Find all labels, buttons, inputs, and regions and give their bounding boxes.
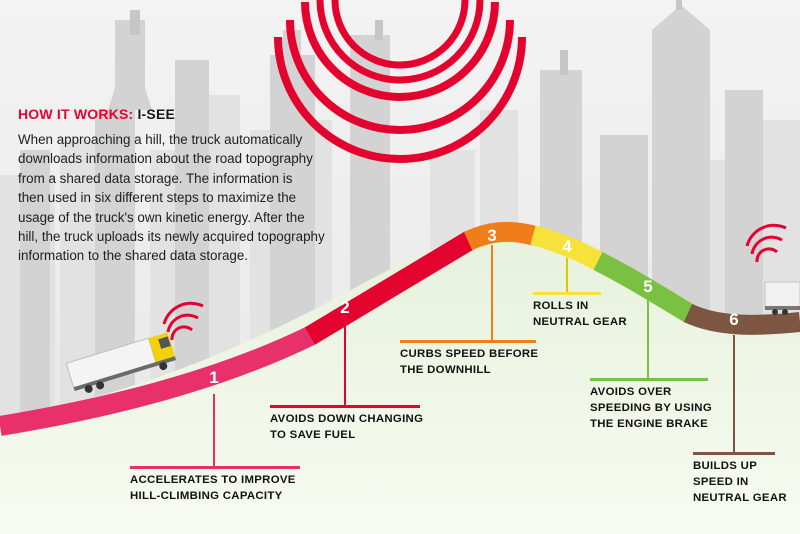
intro-line: downloads information about the road top… [18, 151, 313, 167]
step-caption-line: ROLLS IN [533, 300, 589, 312]
truck-signal-icon [162, 301, 204, 341]
distant-truck-icon [764, 281, 800, 315]
step-caption-1: ACCELERATES TO IMPROVE HILL-CLIMBING CAP… [130, 472, 296, 504]
intro-line: usage of the truck's own kinetic energy.… [18, 209, 305, 225]
label-bar-1 [130, 466, 300, 469]
step-number-1: 1 [209, 368, 219, 387]
road-segment-5 [593, 252, 696, 323]
step-caption-3: CURBS SPEED BEFORE THE DOWNHILL [400, 346, 538, 378]
step-number-4: 4 [562, 237, 572, 256]
road [0, 221, 800, 436]
signal-waves-icon [274, 0, 526, 163]
step-caption-5: AVOIDS OVER SPEEDING BY USING THE ENGINE… [590, 384, 712, 432]
step-caption-line: AVOIDS DOWN CHANGING [270, 413, 424, 425]
section-heading: HOW IT WORKS: I-SEE [18, 106, 175, 122]
road-segment-1 [0, 326, 317, 436]
intro-line: from a shared data storage. The informat… [18, 170, 293, 186]
step-caption-line: CURBS SPEED BEFORE [400, 348, 539, 360]
road-segment-6 [683, 303, 800, 335]
step-caption-6: BUILDS UP SPEED IN NEUTRAL GEAR [693, 458, 787, 506]
upload-signal-icon [745, 223, 787, 263]
label-bar-2 [270, 405, 420, 408]
step-caption-line: NEUTRAL GEAR [533, 316, 627, 328]
intro-line: then used in six different steps to maxi… [18, 190, 297, 206]
intro-line: hill, the truck uploads its newly acquir… [18, 229, 325, 245]
intro-line: When approaching a hill, the truck autom… [18, 132, 303, 147]
step-caption-line: AVOIDS OVER [590, 386, 672, 398]
truck-icon [65, 332, 177, 393]
step-caption-line: SPEEDING BY USING [590, 402, 712, 414]
step-number-5: 5 [643, 277, 653, 296]
label-bar-4 [533, 292, 601, 295]
step-caption-4: ROLLS IN NEUTRAL GEAR [533, 298, 627, 330]
road-segment-2 [304, 231, 476, 345]
label-bar-6 [693, 452, 775, 455]
heading-prefix: HOW IT WORKS: [18, 106, 134, 122]
intro-line: information to the shared data storage. [18, 248, 249, 264]
step-caption-2: AVOIDS DOWN CHANGING TO SAVE FUEL [270, 411, 423, 443]
step-number-6: 6 [729, 310, 739, 329]
step-caption-line: THE DOWNHILL [400, 364, 491, 376]
step-caption-line: THE ENGINE BRAKE [590, 418, 709, 430]
step-number-3: 3 [487, 226, 497, 245]
step-caption-line: ACCELERATES TO IMPROVE [130, 474, 296, 486]
step-caption-line: HILL-CLIMBING CAPACITY [130, 490, 283, 502]
road-segment-3 [463, 221, 538, 251]
label-bar-3 [400, 340, 536, 343]
heading-title: I-SEE [137, 106, 176, 122]
step-caption-line: SPEED IN [693, 476, 749, 488]
step-number-2: 2 [340, 298, 350, 317]
road-segment-4 [530, 225, 605, 271]
step-caption-line: NEUTRAL GEAR [693, 492, 787, 504]
label-bar-5 [590, 378, 708, 381]
step-caption-line: TO SAVE FUEL [270, 429, 356, 441]
step-caption-line: BUILDS UP [693, 460, 758, 472]
intro-paragraph: When approaching a hill, the truck autom… [18, 130, 390, 266]
